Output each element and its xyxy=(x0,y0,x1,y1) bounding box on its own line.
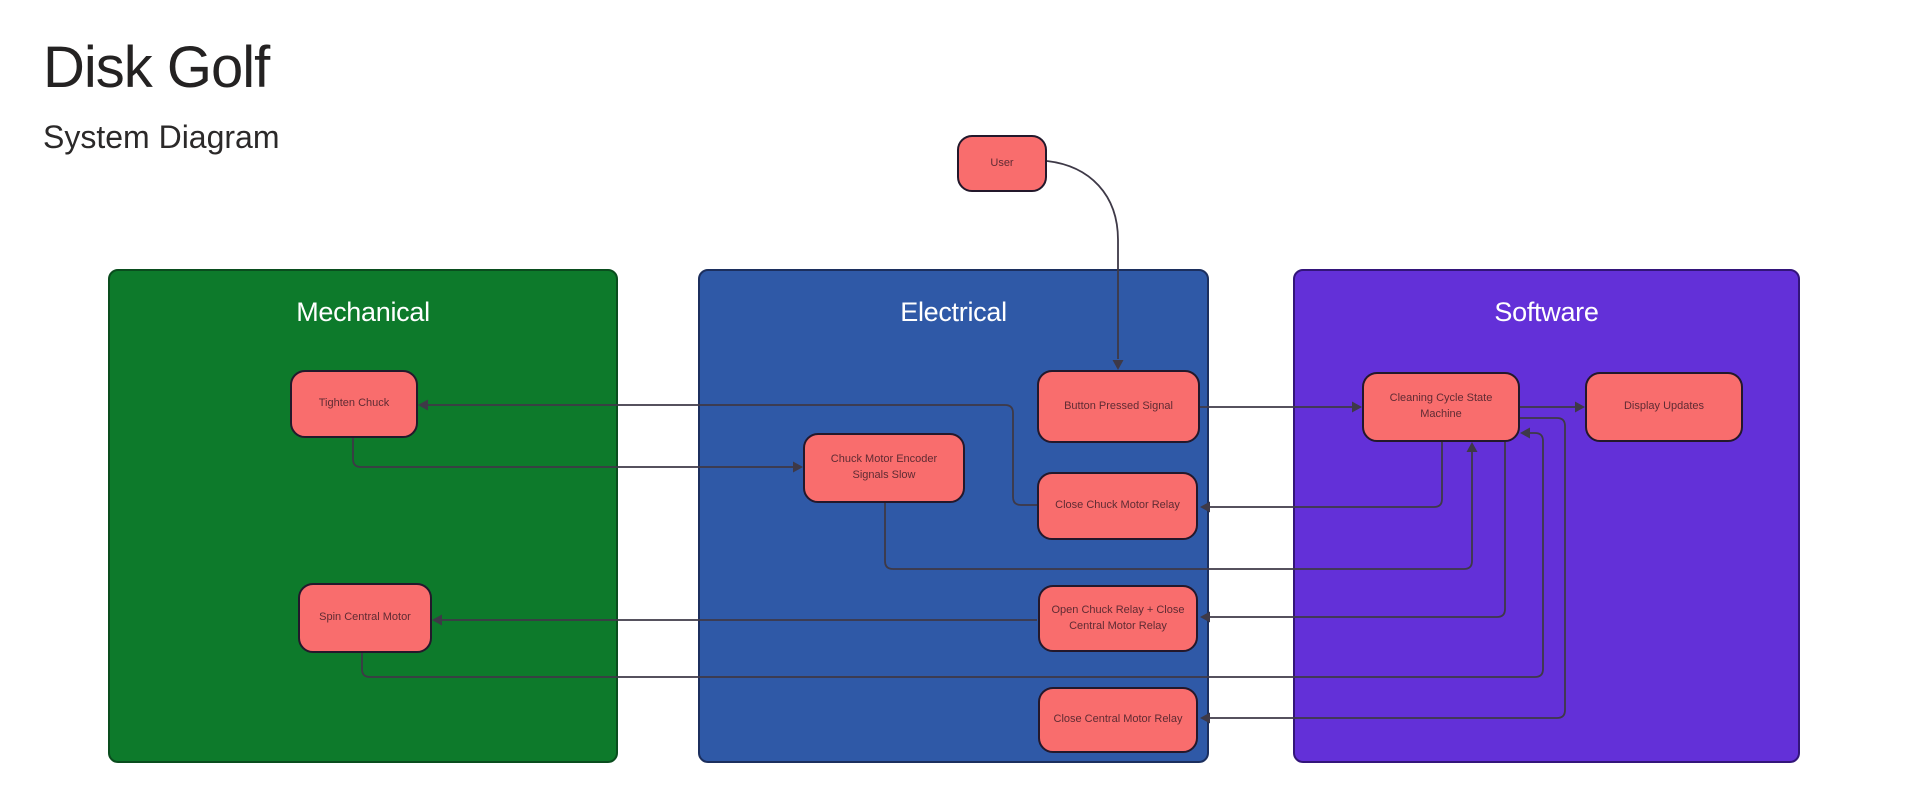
diagram-title[interactable]: Disk Golf xyxy=(43,35,270,100)
container-mechanical[interactable]: Mechanical xyxy=(108,269,618,763)
node-chuck-motor-encoder[interactable]: Chuck Motor Encoder Signals Slow xyxy=(803,433,965,503)
node-label-cleaning-cycle-state-machine: Cleaning Cycle State Machine xyxy=(1389,392,1493,420)
node-label-open-chuck-relay: Open Chuck Relay + Close Central Motor R… xyxy=(1051,603,1185,632)
node-label-chuck-motor-encoder: Chuck Motor Encoder Signals Slow xyxy=(830,453,938,481)
node-label-close-chuck-motor-relay: Close Chuck Motor Relay xyxy=(1055,499,1180,512)
node-label-close-central-motor-relay: Close Central Motor Relay xyxy=(1053,713,1183,726)
container-label-electrical: Electrical xyxy=(900,297,1007,327)
node-cleaning-cycle-state-machine[interactable]: Cleaning Cycle State Machine xyxy=(1362,372,1520,442)
container-software[interactable]: Software xyxy=(1293,269,1800,763)
node-label-spin-central-motor: Spin Central Motor xyxy=(319,611,411,624)
container-label-software: Software xyxy=(1494,297,1599,327)
node-label-tighten-chuck: Tighten Chuck xyxy=(318,397,390,410)
diagram-subtitle[interactable]: System Diagram xyxy=(43,118,280,155)
container-label-mechanical: Mechanical xyxy=(296,297,430,327)
node-label-user: User xyxy=(990,156,1014,169)
node-display-updates[interactable]: Display Updates xyxy=(1585,372,1743,442)
node-button-pressed-signal[interactable]: Button Pressed Signal xyxy=(1037,370,1200,443)
node-open-chuck-relay[interactable]: Open Chuck Relay + Close Central Motor R… xyxy=(1038,585,1198,652)
node-spin-central-motor[interactable]: Spin Central Motor xyxy=(298,583,432,653)
node-tighten-chuck[interactable]: Tighten Chuck xyxy=(290,370,418,438)
node-close-central-motor-relay[interactable]: Close Central Motor Relay xyxy=(1038,687,1198,753)
node-close-chuck-motor-relay[interactable]: Close Chuck Motor Relay xyxy=(1037,472,1198,540)
node-label-display-updates: Display Updates xyxy=(1623,400,1705,413)
node-label-button-pressed-signal: Button Pressed Signal xyxy=(1064,399,1173,412)
node-user[interactable]: User xyxy=(957,135,1047,192)
title-block: Disk Golf System Diagram xyxy=(43,36,280,155)
